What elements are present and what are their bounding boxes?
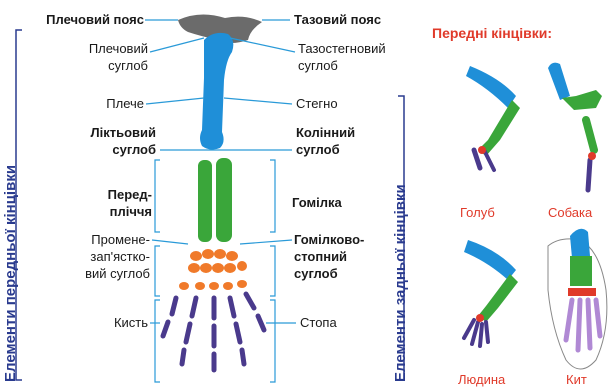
wrist-label-2: зап'ястко- bbox=[40, 248, 150, 266]
forearm-label-2: пліччя bbox=[40, 203, 152, 221]
forearm-label-1: Перед- bbox=[40, 186, 152, 204]
foot-label: Стопа bbox=[300, 314, 337, 332]
ankle-label-3: суглоб bbox=[294, 265, 338, 283]
human-limb bbox=[464, 240, 518, 346]
knee-label-1: Колінний bbox=[296, 124, 355, 142]
forearm-bone-left bbox=[198, 160, 212, 242]
thigh-label: Стегно bbox=[296, 95, 338, 113]
ankle-label-2: стопний bbox=[294, 248, 347, 266]
hand-label: Кисть bbox=[40, 314, 148, 332]
upper-arm-label: Плече bbox=[40, 95, 144, 113]
wrist-label-1: Промене- bbox=[40, 231, 150, 249]
whale-label: Кит bbox=[566, 372, 587, 387]
shoulder-girdle-label: Плечовий пояс bbox=[26, 11, 144, 29]
panel-title: Передні кінцівки: bbox=[432, 25, 552, 41]
shin-label: Гомілка bbox=[292, 194, 342, 212]
pigeon-label: Голуб bbox=[460, 205, 495, 220]
shoulder-joint-label-2: суглоб bbox=[40, 57, 148, 75]
wrist-bones bbox=[179, 249, 247, 290]
pelvic-girdle-label: Тазовий пояс bbox=[294, 11, 381, 29]
pigeon-limb bbox=[466, 66, 520, 170]
whale-limb bbox=[548, 229, 607, 369]
elbow-label-2: суглоб bbox=[40, 141, 156, 159]
hand-bones bbox=[163, 294, 264, 370]
elbow-label-1: Ліктьовий bbox=[40, 124, 156, 142]
wrist-label-3: вий суглоб bbox=[40, 265, 150, 283]
dog-label: Собака bbox=[548, 205, 592, 220]
knee-label-2: суглоб bbox=[296, 141, 340, 159]
dog-limb bbox=[548, 63, 602, 190]
human-label: Людина bbox=[458, 372, 505, 387]
shoulder-joint-label-1: Плечовий bbox=[40, 40, 148, 58]
upper-arm-bone bbox=[200, 33, 233, 150]
hip-joint-label-2: суглоб bbox=[298, 57, 338, 75]
forearm-bone-right bbox=[216, 158, 232, 242]
hip-joint-label-1: Тазостегновий bbox=[298, 40, 386, 58]
hind-limb-side-label: Елементи задньої кінцівки bbox=[392, 184, 409, 382]
ankle-label-1: Гомілково- bbox=[294, 231, 364, 249]
front-limb-side-label: Елементи передньої кінцівки bbox=[2, 165, 19, 382]
